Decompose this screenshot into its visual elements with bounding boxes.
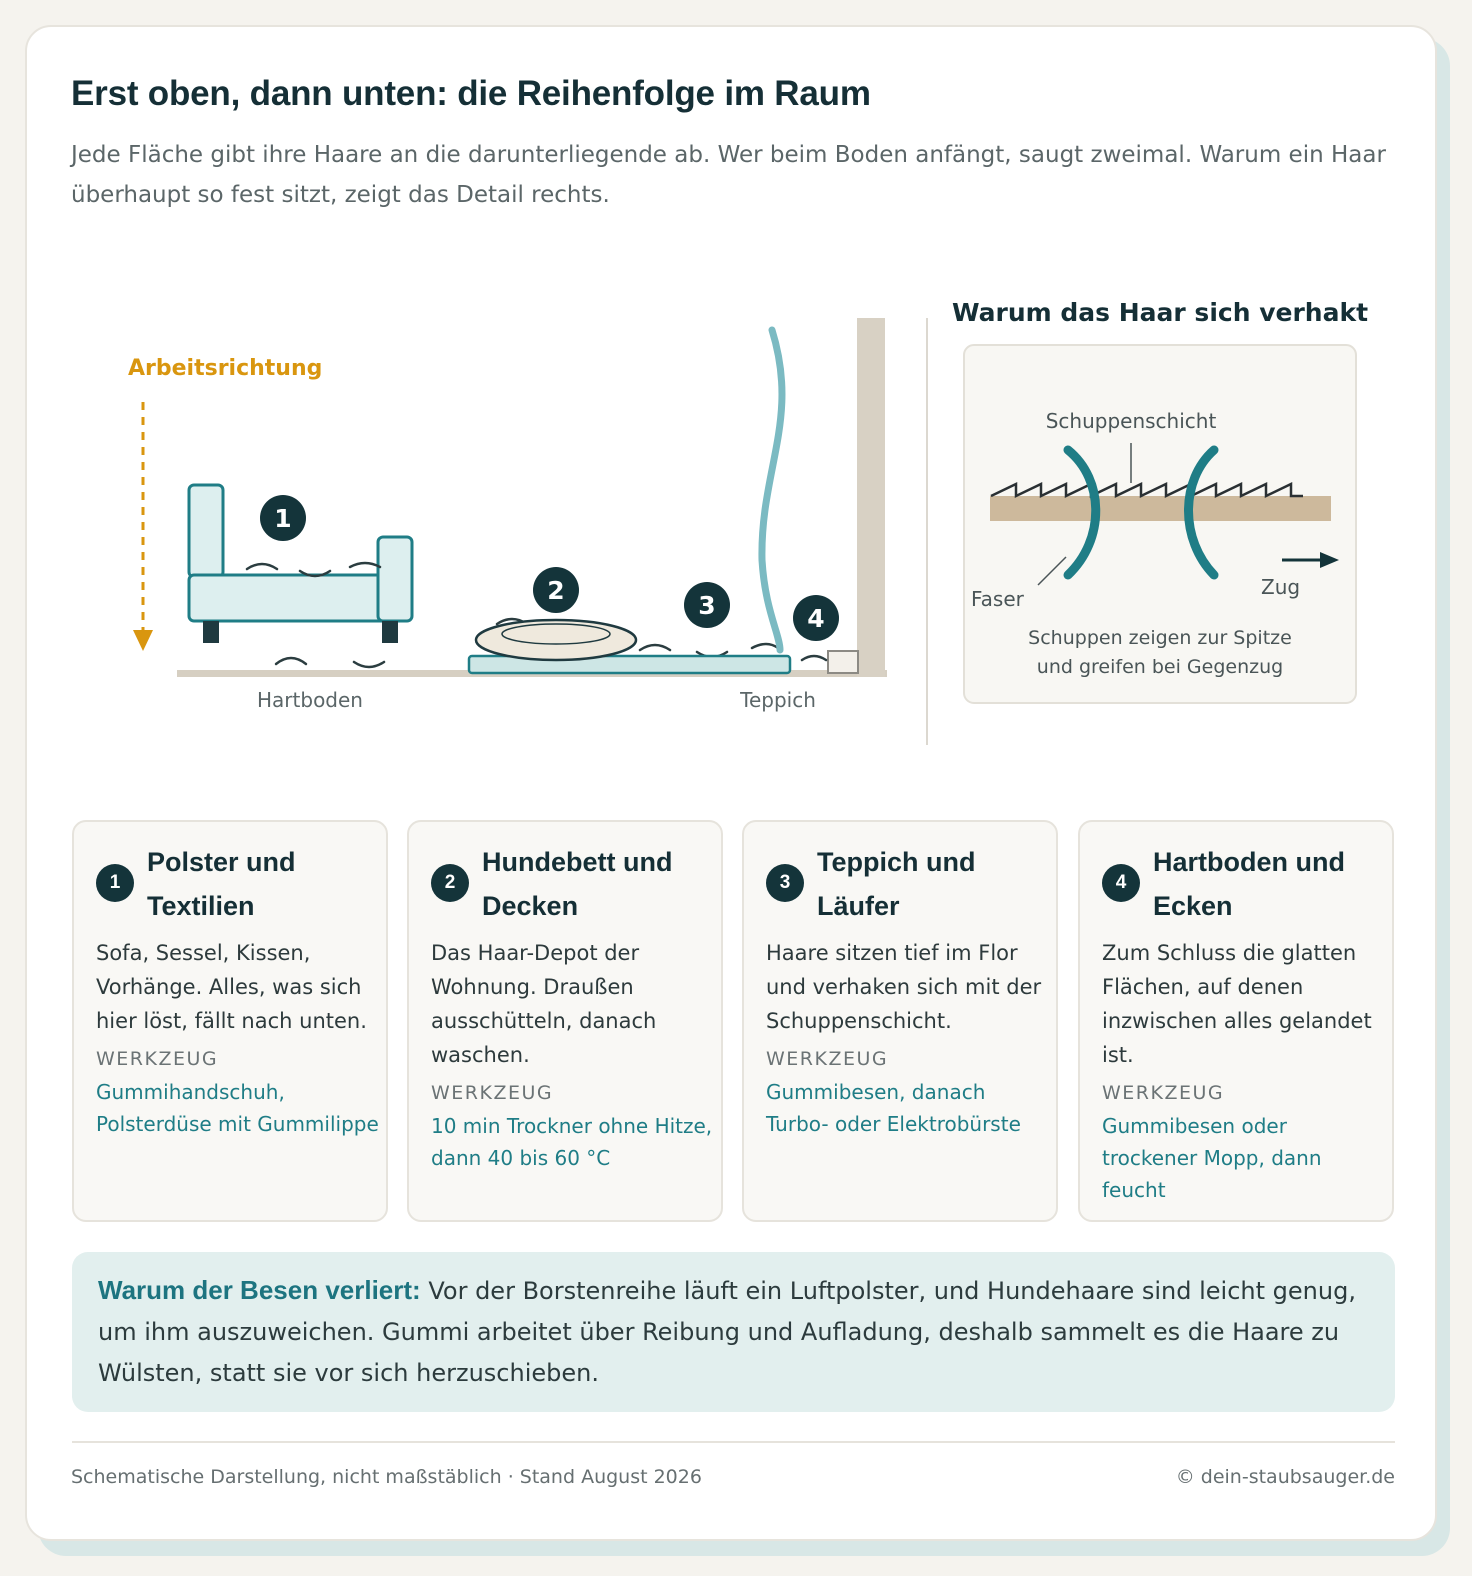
dog-bed-cushion — [501, 623, 611, 645]
svg-text:3: 3 — [698, 591, 715, 620]
fiber-left — [1063, 445, 1101, 580]
step-tool-2: 10 min Trockner ohne Hitze, dann 40 bis … — [431, 1114, 713, 1170]
step-badge-1: 1 — [96, 864, 134, 902]
hair-shaft — [990, 496, 1331, 521]
step-description-text-3: Haare sitzen tief im Flor und verhaken s… — [766, 941, 1042, 1033]
step-card-4: 4 Hartboden und Ecken Zum Schluss die gl… — [1078, 820, 1394, 1222]
step-badge-4: 4 — [1102, 864, 1140, 902]
floor-label-hartboden: Hartboden — [257, 688, 363, 712]
direction-label: Arbeitsrichtung — [128, 356, 322, 381]
step-badge-2: 2 — [431, 864, 469, 902]
step-card-3: 3 Teppich und Läufer Haare sitzen tief i… — [742, 820, 1058, 1222]
step-description-1: Sofa, Sessel, Kissen, Vorhänge. Alles, w… — [96, 936, 381, 1140]
curtain-icon — [758, 326, 786, 654]
sofa-icon — [187, 483, 414, 643]
svg-text:2: 2 — [547, 576, 564, 605]
fiber-right — [1184, 445, 1219, 580]
page-title: Erst oben, dann unten: die Reihenfolge i… — [71, 74, 871, 113]
step-tool-label-4: WERKZEUG — [1102, 1082, 1225, 1104]
info-note-lead: Warum der Besen verliert: — [98, 1275, 421, 1305]
step-title-4: Hartboden und Ecken — [1153, 847, 1345, 921]
room-scene-diagram: Arbeitsrichtung 1 — [128, 298, 1368, 745]
info-note-text: Vor der Borstenreihe läuft ein Luftpolst… — [98, 1277, 1356, 1387]
step-tool-label-3: WERKZEUG — [766, 1048, 889, 1070]
step-tool-4: Gummibesen oder trockener Mopp, dann feu… — [1102, 1114, 1322, 1202]
page-subtitle: Jede Fläche gibt ihre Haare an die darun… — [71, 142, 1386, 208]
step-tool-1: Gummihandschuh, Polsterdüse mit Gummilip… — [96, 1080, 379, 1136]
step-description-2: Das Haar-Depot der Wohnung. Draußen auss… — [431, 936, 716, 1174]
step-title-2: Hundebett und Decken — [482, 847, 673, 921]
footer-note: Schematische Darstellung, nicht maßstäbl… — [71, 1466, 702, 1488]
direction-arrowhead-icon — [133, 630, 153, 651]
label-schuppenschicht: Schuppenschicht — [1046, 409, 1217, 433]
step-tool-label-2: WERKZEUG — [431, 1082, 554, 1104]
label-faser-leader — [1037, 556, 1067, 586]
detail-caption-line2: und greifen bei Gegenzug — [1037, 656, 1283, 678]
step-title-3: Teppich und Läufer — [817, 847, 976, 921]
step-card-1: 1 Polster und Textilien Sofa, Sessel, Ki… — [72, 820, 388, 1222]
footer-divider — [72, 1441, 1395, 1443]
label-zug: Zug — [1261, 575, 1300, 599]
svg-text:4: 4 — [807, 604, 824, 633]
svg-text:1: 1 — [274, 504, 291, 533]
step-tool-label-1: WERKZEUG — [96, 1048, 219, 1070]
dog-bed-icon — [474, 618, 638, 662]
scene-marker-3: 3 — [684, 582, 730, 628]
step-description-text-1: Sofa, Sessel, Kissen, Vorhänge. Alles, w… — [96, 941, 367, 1033]
wall — [857, 318, 885, 677]
step-card-2: 2 Hundebett und Decken Das Haar-Depot de… — [407, 820, 723, 1222]
step-description-4: Zum Schluss die glatten Flächen, auf den… — [1102, 936, 1387, 1206]
scene-marker-2: 2 — [533, 567, 579, 613]
footer-copyright: © dein-staubsauger.de — [1175, 1466, 1395, 1488]
info-note: Warum der Besen verliert: Vor der Borste… — [72, 1252, 1395, 1412]
detail-caption-line1: Schuppen zeigen zur Spitze — [1028, 627, 1292, 649]
pull-arrow-icon — [1320, 552, 1339, 568]
step-description-3: Haare sitzen tief im Flor und verhaken s… — [766, 936, 1051, 1140]
scene-marker-4: 4 — [793, 595, 839, 641]
corner-box — [827, 650, 859, 674]
floor-label-teppich: Teppich — [739, 688, 816, 712]
label-faser: Faser — [971, 587, 1025, 611]
step-description-text-2: Das Haar-Depot der Wohnung. Draußen auss… — [431, 941, 657, 1067]
step-description-text-4: Zum Schluss die glatten Flächen, auf den… — [1102, 941, 1372, 1067]
scene-marker-1: 1 — [260, 495, 306, 541]
detail-panel — [963, 344, 1357, 704]
cuticle-scales — [990, 482, 1303, 498]
step-title-1: Polster und Textilien — [147, 847, 296, 921]
step-badge-3: 3 — [766, 864, 804, 902]
detail-heading: Warum das Haar sich verhakt — [952, 298, 1368, 327]
step-tool-3: Gummibesen, danach Turbo- oder Elektrobü… — [766, 1080, 1021, 1136]
